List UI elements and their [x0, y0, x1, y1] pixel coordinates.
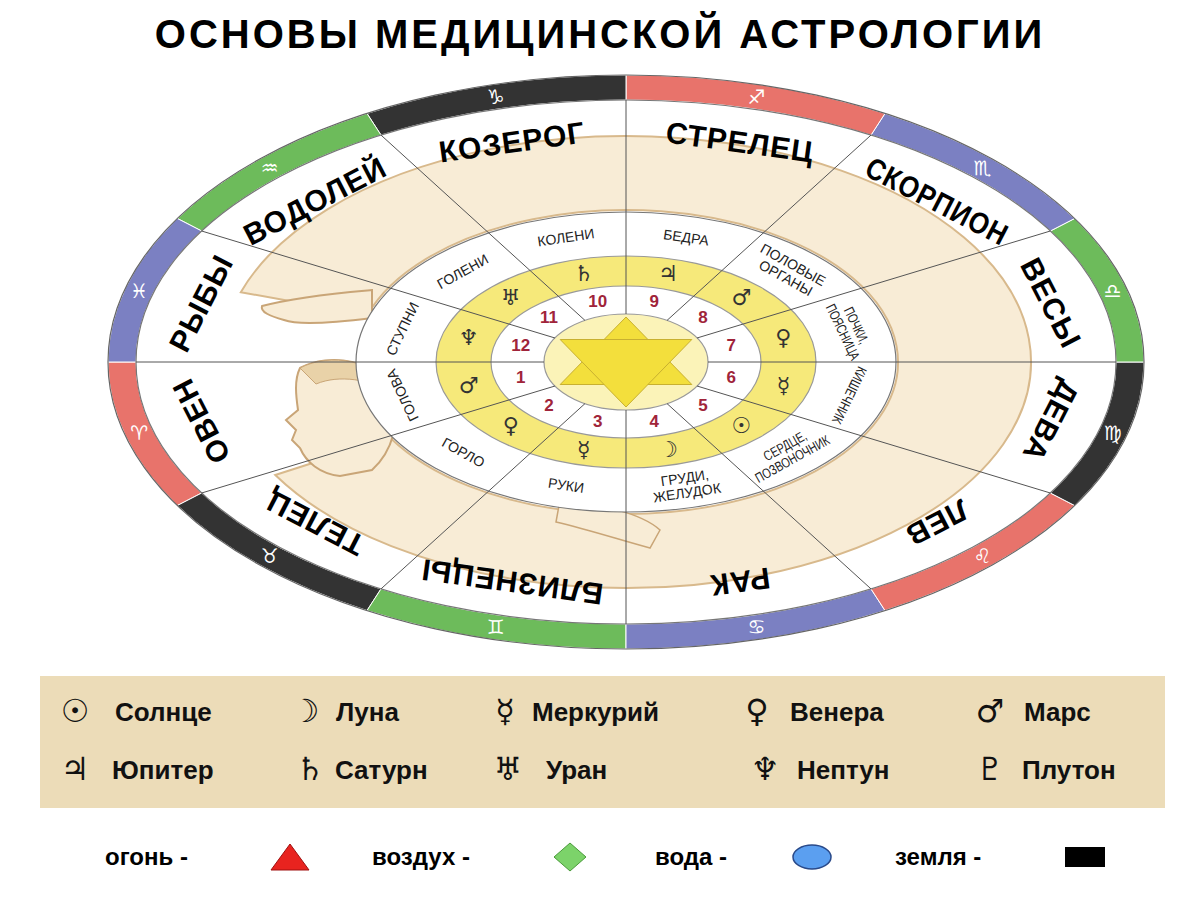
foot-figure — [262, 290, 372, 323]
planet-symbol: ♀ — [775, 326, 791, 350]
legend-swatch — [1063, 841, 1107, 873]
planet-symbol: ☉ — [731, 414, 751, 438]
outer-outline — [108, 75, 1144, 649]
sector-divider — [708, 362, 1116, 363]
legend-symbol: ♂ — [976, 694, 1005, 729]
sector-divider — [381, 135, 585, 320]
legend-symbol: ☽ — [291, 694, 320, 729]
house-number: 7 — [727, 337, 736, 356]
planet-symbol: ♂ — [459, 374, 479, 398]
legend-symbol: ♅ — [494, 752, 523, 787]
zodiac-glyph: ♌ — [973, 545, 991, 567]
legend-symbol: ♆ — [751, 752, 780, 787]
house-number: 8 — [698, 309, 707, 328]
legend-symbol: ♀ — [745, 694, 768, 729]
legend-text: Венера — [790, 698, 884, 727]
earth-square — [1065, 847, 1105, 867]
legend-text: Юпитер — [112, 756, 214, 785]
zodiac-glyph: ♋ — [747, 616, 765, 638]
legend-swatch — [548, 841, 592, 873]
zodiac-glyph: ♈ — [130, 422, 148, 444]
star-triangle — [560, 340, 692, 408]
planet-symbol: ♀ — [503, 414, 519, 438]
legend-symbol: ☉ — [61, 694, 90, 729]
sector-divider — [697, 386, 1050, 493]
legend-text: Сатурн — [335, 756, 428, 785]
legend-swatch — [790, 841, 834, 873]
legend-panel — [40, 676, 1165, 808]
legend-swatch — [268, 841, 312, 873]
legend-symbol: ♄ — [296, 752, 325, 787]
fire-triangle — [271, 844, 309, 870]
sector-divider — [202, 386, 555, 493]
legend-symbol: ☿ — [495, 694, 515, 729]
sign-ring — [136, 100, 1116, 624]
house-number: 1 — [516, 369, 525, 388]
zodiac-glyph: ♒ — [261, 157, 279, 179]
house-number: 5 — [698, 396, 707, 415]
legend-text: огонь - — [105, 844, 188, 870]
planet-symbol: ♄ — [574, 262, 594, 286]
legend-text: Луна — [336, 698, 399, 727]
house-number: 11 — [540, 309, 558, 328]
title: ОСНОВЫ МЕДИЦИНСКОЙ АСТРОЛОГИИ — [0, 12, 1200, 56]
zodiac-glyph: ♎ — [1104, 280, 1122, 302]
zodiac-glyph: ♐ — [747, 86, 765, 108]
legend-text: Меркурий — [532, 698, 659, 727]
zodiac-glyph: ♉ — [261, 545, 279, 567]
zodiac-glyph: ♍ — [1104, 422, 1122, 444]
legend-symbol: ♇ — [976, 752, 1005, 787]
water-circle — [793, 845, 831, 869]
legend-text: Уран — [546, 756, 607, 785]
air-diamond — [554, 843, 586, 871]
zodiac-glyph: ♏ — [973, 157, 991, 179]
planet-symbol: ☽ — [658, 438, 678, 462]
sector-divider — [626, 410, 627, 624]
legend-text: земля - — [895, 844, 981, 870]
legend-symbol: ♃ — [61, 752, 90, 787]
zodiac-glyph: ♑ — [487, 86, 505, 108]
house-number: 10 — [588, 293, 607, 312]
house-number: 2 — [544, 396, 553, 415]
legend-text: Нептун — [797, 756, 890, 785]
house-number: 12 — [511, 337, 530, 356]
sector-divider — [136, 362, 544, 363]
legend-text: Солнце — [115, 698, 212, 727]
zodiac-glyph: ♓ — [130, 280, 148, 302]
house-number: 4 — [649, 413, 658, 432]
zodiac-glyph: ♊ — [487, 616, 505, 638]
house-number: 3 — [593, 413, 602, 432]
planet-symbol: ♅ — [501, 286, 521, 310]
house-number: 9 — [649, 293, 658, 312]
sector-divider — [626, 100, 627, 314]
legend-text: воздух - — [372, 844, 470, 870]
planet-symbol: ☿ — [577, 438, 591, 462]
planet-symbol: ☿ — [777, 374, 791, 398]
legend-text: Плутон — [1022, 756, 1116, 785]
planet-symbol: ♆ — [459, 326, 479, 350]
planet-symbol: ♃ — [658, 262, 678, 286]
sector-divider — [667, 135, 871, 320]
legend-text: Марс — [1024, 698, 1091, 727]
legend-text: вода - — [655, 844, 727, 870]
house-number: 6 — [727, 369, 736, 388]
planet-symbol: ♂ — [731, 286, 751, 310]
star-field — [544, 314, 708, 410]
